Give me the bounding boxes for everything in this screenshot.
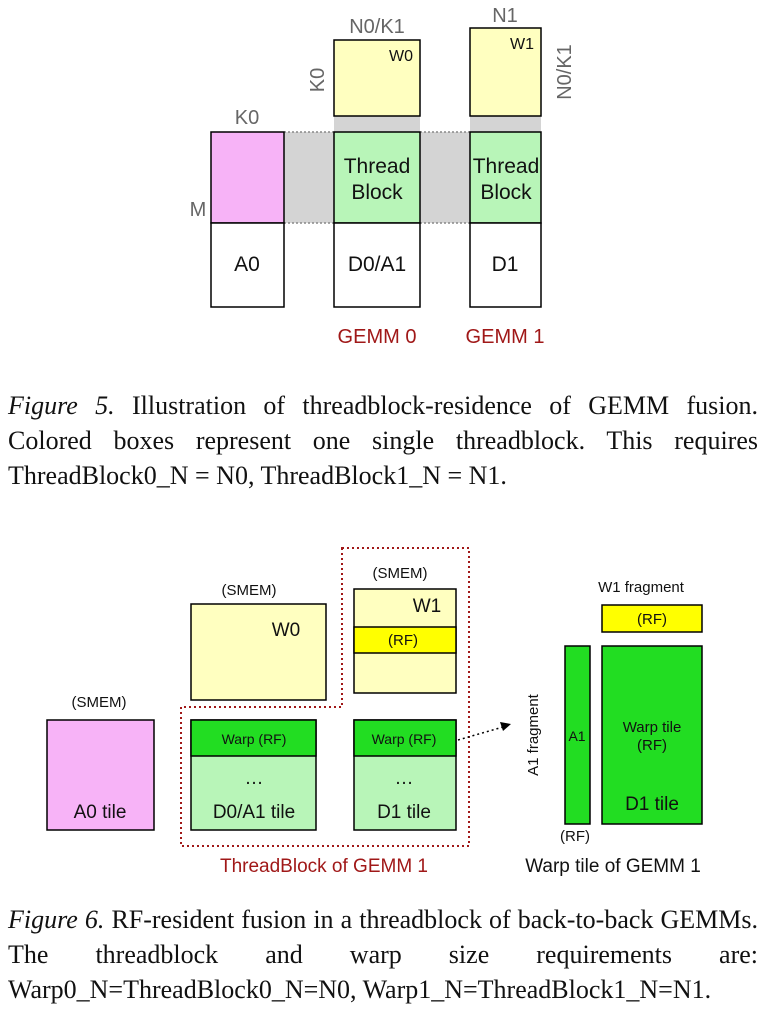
threadblock-gemm1-label: ThreadBlock of GEMM 1 [220, 856, 428, 877]
dotted-arrow-line [457, 726, 504, 741]
w1-label: W1 [510, 36, 534, 53]
n0k1-top-label: N0/K1 [349, 16, 405, 38]
w0-label: W0 [389, 48, 413, 65]
d1-warp-tile-box [601, 645, 703, 825]
figure6-caption-text: RF-resident fusion in a threadblock of b… [8, 905, 758, 1004]
d1-box [469, 222, 542, 308]
warp-rf-left-label: Warp (RF) [222, 731, 287, 747]
gemm1-label: GEMM 1 [466, 326, 545, 348]
figure5-caption: Figure 5. Illustration of threadblock-re… [8, 388, 758, 493]
smem-w0-label: (SMEM) [222, 582, 277, 599]
figure5-diagram: N0/K1 N1 K0 M K0 N0/K1 W0 W1 Thread Bloc… [190, 5, 576, 348]
dots-right: … [395, 768, 414, 789]
d0a1-label: D0/A1 [348, 253, 406, 276]
d1-tile-label: D1 tile [377, 802, 431, 823]
threadblock1-label-line1: Thread [473, 155, 540, 178]
warp-rf-left-strip [190, 719, 317, 757]
n1-top-label: N1 [492, 5, 518, 27]
figure5-caption-text: Illustration of threadblock-residence of… [8, 391, 758, 490]
w1-box [469, 27, 542, 117]
a0-box [210, 222, 285, 308]
rf-w1-label: (RF) [388, 632, 418, 649]
a0-tile-label: A0 tile [74, 802, 127, 823]
threadblock-dotted-outline [180, 547, 470, 847]
gemm0-label: GEMM 0 [338, 326, 417, 348]
threadblock0-label-line2: Block [351, 181, 403, 204]
warp-rf-right-strip [353, 719, 457, 757]
figure6-caption: Figure 6. RF-resident fusion in a thread… [8, 902, 758, 1007]
warp-tile-label-line1: Warp tile [623, 719, 682, 736]
w0-smem-label: W0 [272, 620, 301, 641]
rf-bottom-label: (RF) [560, 828, 590, 845]
d0a1-box [333, 222, 421, 308]
dotted-arrow-head [500, 722, 511, 731]
w1-fragment-box [601, 604, 703, 633]
threadblock1-label-line2: Block [480, 181, 532, 204]
threadblock0-label-line1: Thread [344, 155, 411, 178]
gray-band-gemm1 [420, 132, 470, 223]
a1-label: A1 [568, 728, 585, 744]
a1-fragment-label: A1 fragment [525, 693, 542, 776]
figure6-diagram: (SMEM) (SMEM) (SMEM) (RF) Warp (RF) Warp… [46, 547, 703, 877]
figure5-caption-label: Figure 5. [8, 391, 115, 420]
a1-fragment-box [564, 645, 591, 825]
gray-band-w1 [470, 116, 541, 132]
figure6-caption-label: Figure 6. [8, 905, 105, 934]
smem-w1-label: (SMEM) [373, 565, 428, 582]
a0-label: A0 [234, 253, 260, 276]
warp-tile-gemm1-label: Warp tile of GEMM 1 [525, 856, 701, 877]
n0k1-vertical-label: N0/K1 [554, 44, 576, 100]
gray-band-w0 [334, 116, 420, 132]
threadblock-gemm1 [469, 131, 542, 224]
a0-tile-box [46, 719, 155, 831]
gray-band-gemm0 [284, 132, 334, 223]
rf-fragment-label: (RF) [637, 611, 667, 628]
w1-fragment-label: W1 fragment [598, 579, 685, 596]
k0-top-label: K0 [235, 107, 259, 129]
w1-smem-label: W1 [413, 596, 442, 617]
w0-box [333, 39, 421, 117]
d1-tile-right-label: D1 tile [625, 794, 679, 815]
w0-smem-box [190, 603, 327, 701]
m-label: M [190, 199, 207, 221]
threadblock-gemm0 [333, 131, 421, 224]
warp-rf-right-label: Warp (RF) [372, 731, 437, 747]
warp-tile-label-line2: (RF) [637, 737, 667, 754]
d1-label: D1 [492, 253, 519, 276]
d0a1-tile-label: D0/A1 tile [213, 802, 295, 823]
smem-a0-label: (SMEM) [72, 694, 127, 711]
k0-vertical-label: K0 [307, 68, 329, 92]
dots-left: … [245, 768, 264, 789]
w1-rf-strip [353, 626, 457, 654]
